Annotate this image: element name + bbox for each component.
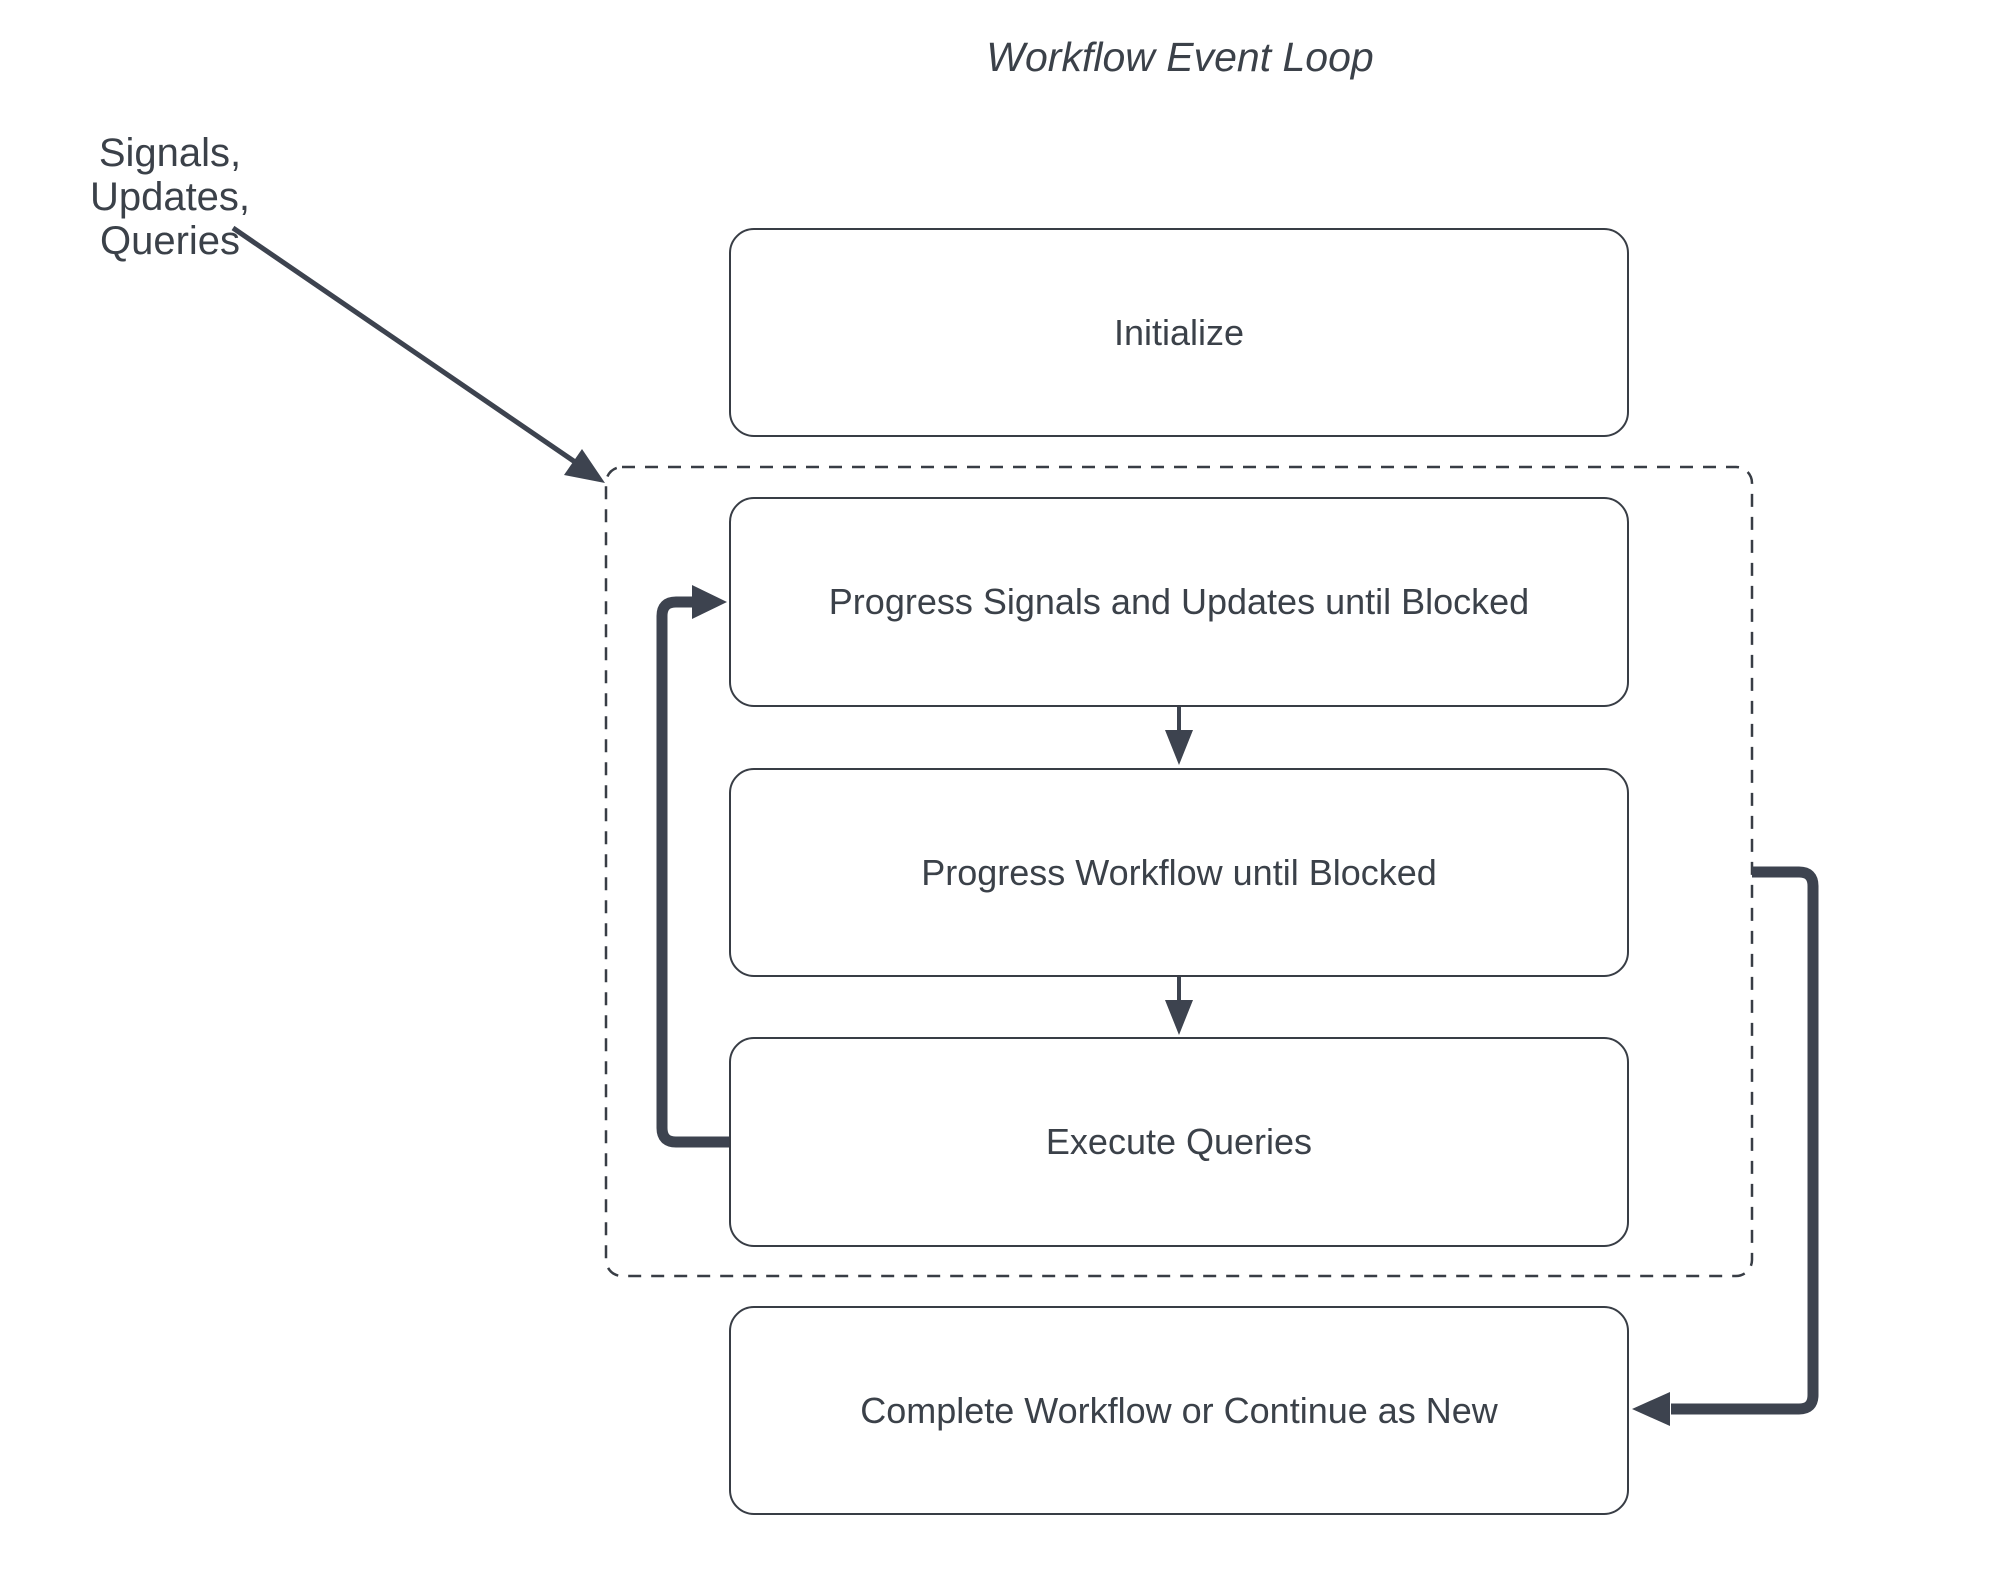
edge-progress-workflow-to-execute-queries bbox=[1165, 977, 1193, 1035]
edge-progress-signals-to-progress-workflow bbox=[1165, 707, 1193, 765]
node-progress-signals: Progress Signals and Updates until Block… bbox=[729, 497, 1629, 707]
node-complete-label: Complete Workflow or Continue as New bbox=[860, 1389, 1498, 1431]
node-complete: Complete Workflow or Continue as New bbox=[729, 1306, 1629, 1515]
signals-updates-queries-label: Signals, Updates, Queries bbox=[20, 131, 320, 263]
node-progress-workflow-label: Progress Workflow until Blocked bbox=[921, 851, 1437, 893]
edge-signals-to-loop-arrow bbox=[231, 225, 605, 483]
node-initialize-label: Initialize bbox=[1113, 311, 1245, 353]
signals-updates-queries-label-line1: Signals, Updates, bbox=[89, 131, 251, 219]
node-execute-queries: Execute Queries bbox=[729, 1037, 1629, 1247]
node-initialize: Initialize bbox=[729, 228, 1629, 437]
edge-execute-queries-loop-back bbox=[656, 585, 729, 1148]
node-progress-signals-label: Progress Signals and Updates until Block… bbox=[828, 581, 1530, 623]
node-execute-queries-label: Execute Queries bbox=[1045, 1121, 1313, 1163]
node-progress-workflow: Progress Workflow until Blocked bbox=[729, 768, 1629, 977]
signals-updates-queries-label-line2: Queries bbox=[99, 219, 241, 263]
edge-loop-to-complete bbox=[1632, 866, 1819, 1426]
diagram-title: Workflow Event Loop bbox=[986, 34, 1374, 80]
